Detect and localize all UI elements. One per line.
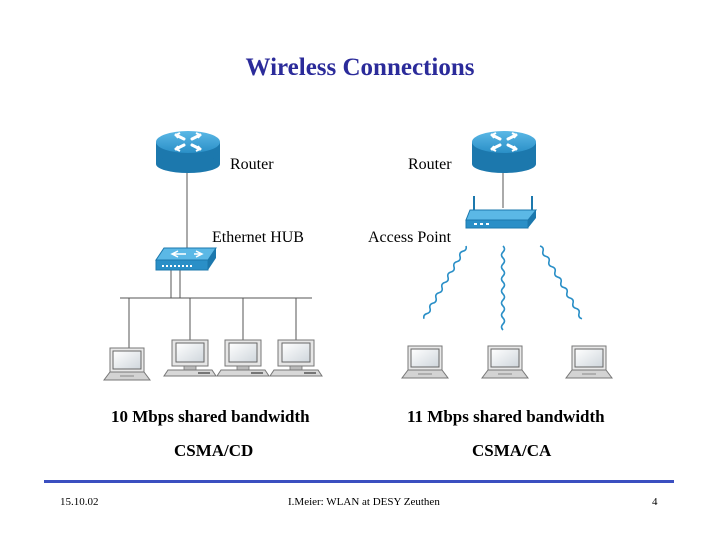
laptop-icon xyxy=(401,345,449,379)
desktop-computer-icon xyxy=(163,339,217,377)
footer-divider xyxy=(44,480,674,483)
left-protocol-text: CSMA/CD xyxy=(174,441,254,460)
ethernet-hub-label: Ethernet HUB xyxy=(212,229,304,246)
ethernet-hub-icon xyxy=(155,247,217,271)
radio-wave-icon xyxy=(537,244,585,321)
footer-date: 15.10.02 xyxy=(60,496,99,508)
desktop-computer-icon xyxy=(216,339,270,377)
laptop-icon xyxy=(103,347,151,381)
router-icon xyxy=(470,129,538,175)
access-point-label: Access Point xyxy=(368,229,452,246)
desktop-computer-icon xyxy=(269,339,323,377)
right-protocol-text: CSMA/CA xyxy=(472,441,552,460)
laptop-icon xyxy=(481,345,529,379)
router-icon xyxy=(154,129,222,175)
access-point-icon xyxy=(465,196,538,229)
footer-author: I.Meier: WLAN at DESY Zeuthen xyxy=(288,496,440,508)
slide-title: Wireless Connections xyxy=(245,54,475,81)
radio-wave-icon xyxy=(500,245,506,331)
left-router-label: Router xyxy=(230,156,274,173)
right-router-label: Router xyxy=(408,156,452,173)
page-number: 4 xyxy=(652,496,658,508)
radio-wave-icon xyxy=(421,244,469,321)
left-bandwidth-text: 10 Mbps shared bandwidth xyxy=(111,407,310,426)
right-bandwidth-text: 11 Mbps shared bandwidth xyxy=(407,407,605,426)
laptop-icon xyxy=(565,345,613,379)
